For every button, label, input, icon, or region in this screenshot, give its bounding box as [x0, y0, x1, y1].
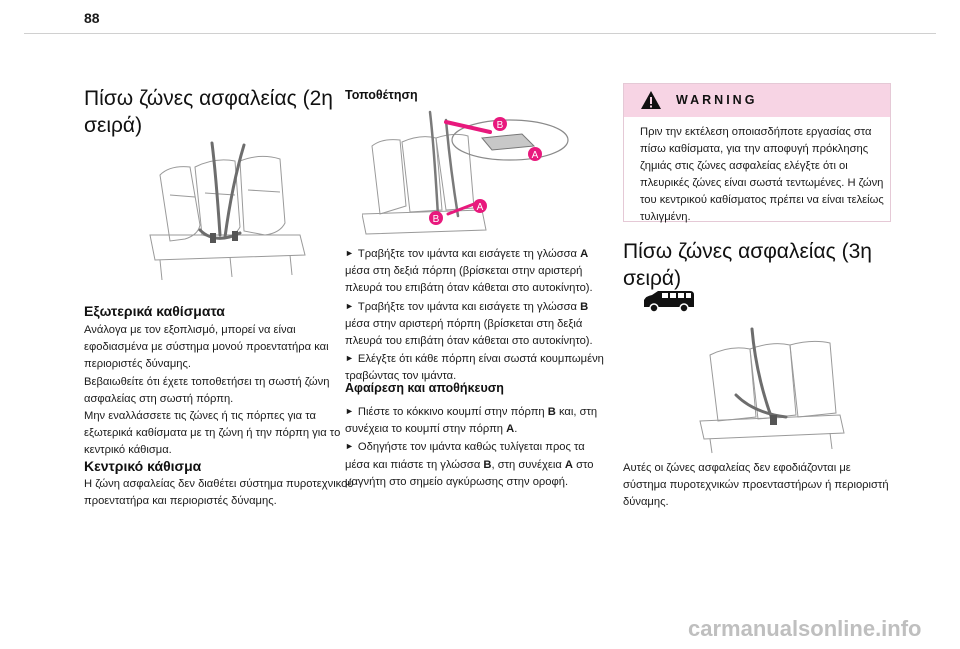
- warning-text: Πριν την εκτέλεση οποιασδήποτε εργασίας …: [640, 126, 884, 223]
- removal-steps: ►Πιέστε το κόκκινο κουμπί στην πόρπη B κ…: [345, 406, 598, 488]
- rear-seat-2nd-row-illustration: [149, 141, 306, 281]
- top-divider: [24, 33, 936, 34]
- warning-box: WARNING Πριν την εκτέλεση οποιασδήποτε ε…: [623, 83, 891, 223]
- label-a-bottom: A: [477, 202, 484, 213]
- warning-header: WARNING: [624, 84, 890, 117]
- page-number: 88: [84, 10, 100, 26]
- label-b-top: B: [497, 120, 504, 131]
- buckle-fitting-illustration: B A B A: [362, 110, 569, 235]
- vehicle-icon: [644, 291, 694, 313]
- warning-triangle-icon: [641, 91, 661, 109]
- removal-heading: Αφαίρεση και αποθήκευση: [345, 381, 504, 395]
- outer-seats-paragraph: Ανάλογα με τον εξοπλισμό, μπορεί να είνα…: [84, 324, 341, 457]
- outer-seats-heading: Εξωτερικά καθίσματα: [84, 303, 225, 319]
- watermark: carmanualsonline.info: [688, 616, 922, 641]
- center-seat-paragraph: Η ζώνη ασφαλείας δεν διαθέτει σύστημα πυ…: [84, 478, 354, 508]
- warning-title: WARNING: [676, 93, 758, 107]
- third-row-note: Αυτές οι ζώνες ασφαλείας δεν εφοδιάζοντα…: [623, 462, 889, 509]
- fitting-steps: ►Τραβήξτε τον ιμάντα και εισάγετε τη γλώ…: [345, 248, 604, 383]
- section-title-3rd-row: Πίσω ζώνες ασφαλείας (3η σειρά): [623, 240, 872, 290]
- section-title-2nd-row: Πίσω ζώνες ασφαλείας (2η σειρά): [84, 87, 333, 137]
- label-a-top: A: [532, 150, 539, 161]
- rear-seat-3rd-row-illustration: [699, 327, 845, 454]
- center-seat-heading: Κεντρικό κάθισμα: [84, 458, 202, 474]
- label-b-bottom: B: [433, 214, 440, 225]
- fitting-heading: Τοποθέτηση: [345, 88, 418, 102]
